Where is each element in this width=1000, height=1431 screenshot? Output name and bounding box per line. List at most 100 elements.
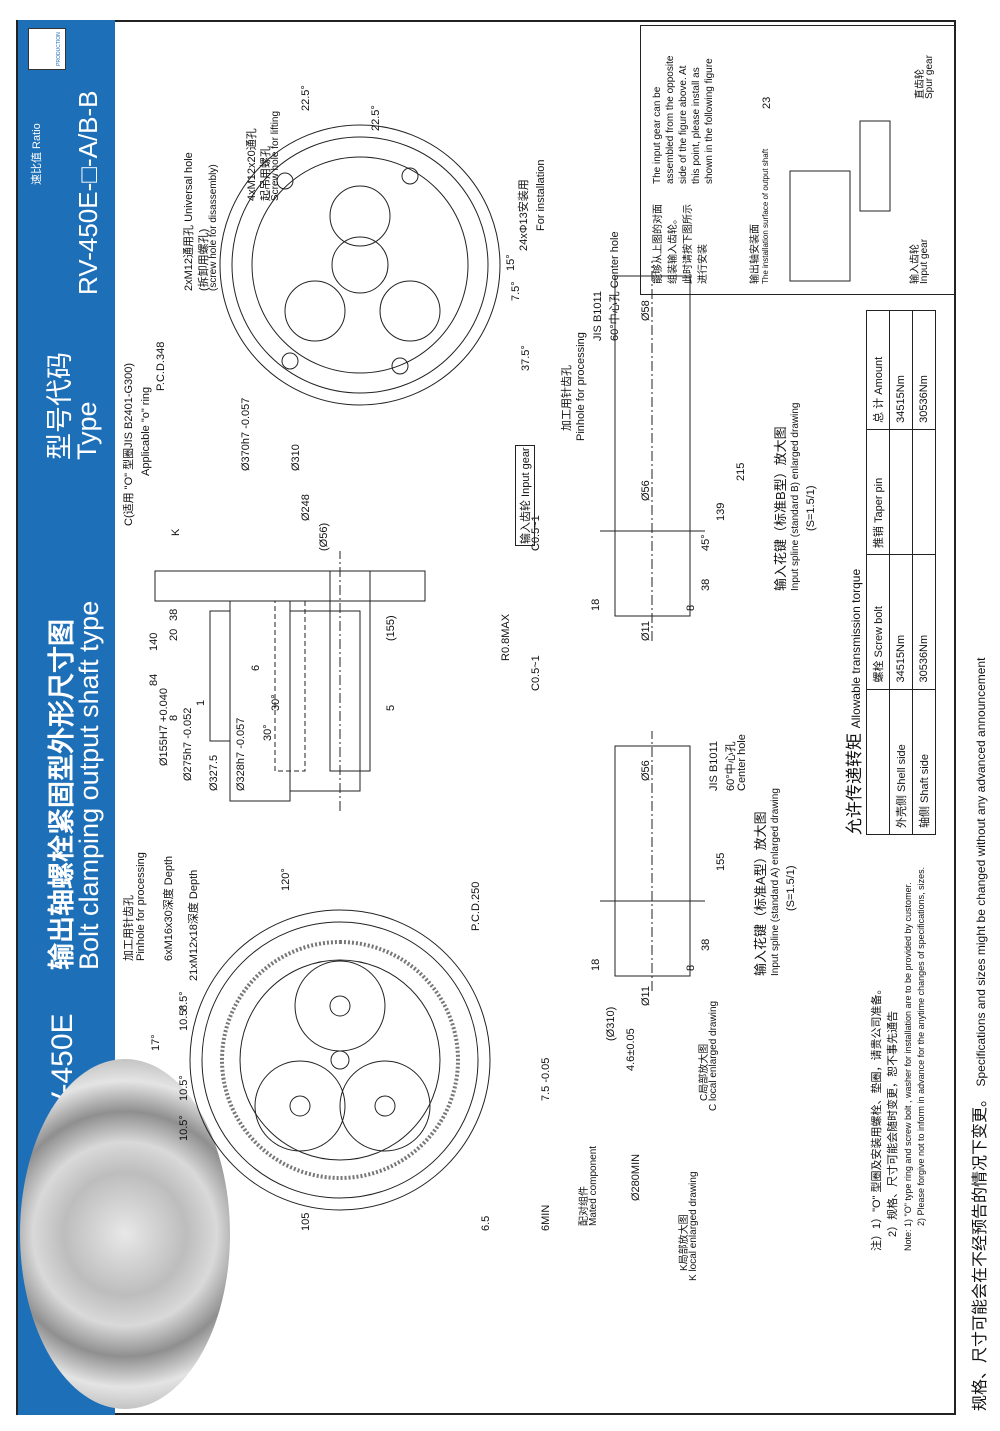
spline-b-title-cn: 输入花键（标准B型）放大图 xyxy=(773,426,788,591)
note-line: 组装输入齿轮。 xyxy=(668,214,679,284)
side-view xyxy=(154,551,426,811)
torque-title-cn: 允许传递转矩 xyxy=(845,733,864,835)
side-label: 8 xyxy=(168,714,180,721)
note-line: shown in the following figure xyxy=(704,58,715,184)
amount-value: 30536Nm xyxy=(912,310,936,430)
side-label: Ø328h7 -0.057 xyxy=(235,717,247,791)
side-label: Ø370h7 -0.057 xyxy=(240,397,252,471)
spline-a-label: 8 xyxy=(685,964,697,971)
input-gear-label: 输入齿轮 Input gear xyxy=(515,445,535,546)
bolt-value: 30536Nm xyxy=(912,554,936,690)
c-detail-label: (Ø310) xyxy=(605,1006,617,1041)
spline-a-view xyxy=(600,731,705,991)
header-cell: 推销 Taper pin xyxy=(866,429,890,555)
front-label: 6.5 xyxy=(480,1215,492,1231)
k-detail-label: Mated component xyxy=(588,1145,599,1226)
spline-a-label: JIS B1011 xyxy=(708,741,720,791)
rear-label: 加工用针齿孔 xyxy=(561,365,573,431)
side-label: K xyxy=(170,528,182,536)
table-row: 轴侧 Shaft side 30536Nm 30536Nm xyxy=(912,310,936,835)
side-label: (155) xyxy=(385,615,397,641)
surface-en: The installation surface of output shaft xyxy=(761,148,770,284)
side-label: Ø275h7 -0.052 xyxy=(182,707,194,781)
note-line: The input gear can be xyxy=(652,86,663,184)
front-label: 21xM12x18深度 Depth xyxy=(188,869,200,981)
side-label: Ø248 xyxy=(300,494,312,521)
footer: 规格、尺寸可能会在不经预告的情况下变更。 Specifications and … xyxy=(966,658,990,1411)
front-label: 10.5° xyxy=(178,1005,190,1031)
install-dim: 23 xyxy=(761,96,773,109)
rear-label: P.C.D.348 xyxy=(155,341,167,391)
bolt-value: 34515Nm xyxy=(889,554,913,690)
side-label: 30° xyxy=(270,694,282,711)
rear-label: 22.5° xyxy=(300,85,312,111)
pin-value xyxy=(912,429,936,555)
amount-value: 34515Nm xyxy=(889,310,913,430)
spline-a-scale: (S=1.5/1) xyxy=(785,865,797,911)
side-label: C(适用 "O" 型圈JIS B2401-G300) xyxy=(123,362,135,526)
front-label: 10.5° xyxy=(178,1115,190,1141)
spline-b-label: 139 xyxy=(715,502,727,521)
surface-cn: 输出轴安装面 xyxy=(750,224,761,284)
spline-b-label: Ø58 xyxy=(640,300,652,321)
spline-b-scale: (S=1.5/1) xyxy=(805,485,817,531)
rear-label: 15° xyxy=(505,254,517,271)
row-label: 轴侧 Shaft side xyxy=(912,689,936,835)
spline-a-label: 155 xyxy=(715,852,727,871)
note-line: 进行安装 xyxy=(698,244,709,284)
install-detail xyxy=(789,120,891,282)
k-detail-label: 6MIN xyxy=(540,1204,552,1231)
spline-a-label: Center hole xyxy=(736,734,748,791)
spline-b-label: 8 xyxy=(685,604,697,611)
front-label: 加工用针齿孔 xyxy=(123,895,135,961)
side-label: 1 xyxy=(195,699,207,706)
spline-a-label: Ø56 xyxy=(640,760,652,781)
front-label: P.C.D.250 xyxy=(470,881,482,931)
row-label: 外壳侧 Shell side xyxy=(889,689,913,835)
pin-value xyxy=(889,429,913,555)
front-view xyxy=(189,909,491,1211)
side-label: 20 xyxy=(168,628,180,641)
spline-b-title-en: Input spline (standard B) enlarged drawi… xyxy=(790,402,801,591)
torque-title: 允许传递转矩 Allowable transmission torque xyxy=(840,569,865,835)
c-detail-title-en: C local enlarged drawing xyxy=(708,1000,719,1111)
input-gear-en: Input gear xyxy=(520,447,532,497)
note-line: assembled from the opposite xyxy=(665,55,676,184)
side-label: Applicable "o" ring xyxy=(140,386,152,476)
spline-a-label: 38 xyxy=(700,938,712,951)
spline-a-title-cn: 输入花键（标准A型）放大图 xyxy=(753,811,768,976)
spline-a-title-en: Input spline (standard A) enlarged drawi… xyxy=(770,788,781,976)
rear-label: 7.5° xyxy=(510,281,522,301)
side-label: Ø327.5 xyxy=(208,754,220,791)
rear-label: 37.5° xyxy=(520,345,532,371)
input-gear-cn: 输入齿轮 xyxy=(520,500,532,544)
note-en-1: Note: 1) "O" type ring and screw bolt , … xyxy=(903,882,913,1251)
note-line: 此时请按下图所示 xyxy=(683,204,694,284)
side-label: C0.5~1 xyxy=(530,655,542,691)
rear-label: Pinhole for processing xyxy=(575,332,587,441)
rear-label: 22.5° xyxy=(370,105,382,131)
side-label: 84 xyxy=(148,673,160,686)
side-label: 38 xyxy=(168,608,180,621)
spline-b-label: 45° xyxy=(700,534,712,551)
side-label: 30° xyxy=(262,724,274,741)
spline-b-label: 60°中心孔 Center hole xyxy=(609,231,621,341)
front-label: 105 xyxy=(300,1212,312,1231)
install-note-box: 能够从上图的对面组装输入齿轮。此时请按下图所示进行安装 The input ge… xyxy=(640,25,955,295)
input-gear-en: Input gear xyxy=(919,238,930,284)
spline-b-label: Ø56 xyxy=(640,480,652,501)
rear-label: 24xΦ13安装用 xyxy=(518,179,530,251)
table-header-row: 螺栓 Screw bolt 推销 Taper pin 总 计 Amount xyxy=(866,310,890,835)
spline-b-view xyxy=(600,261,705,641)
spline-a-label: 18 xyxy=(590,958,602,971)
note-line: this point, please install as xyxy=(691,67,702,184)
footer-en: Specifications and sizes might be change… xyxy=(974,657,988,1087)
c-detail-label: 7.5 -0.05 xyxy=(540,1057,552,1101)
note-line: 能够从上图的对面 xyxy=(653,204,664,284)
footer-cn: 规格、尺寸可能会在不经预告的情况下变更。 xyxy=(972,1090,989,1411)
rear-label: (screw hole for disassembly) xyxy=(208,164,219,291)
torque-table: 螺栓 Screw bolt 推销 Taper pin 总 计 Amount 外壳… xyxy=(866,310,936,835)
torque-title-en: Allowable transmission torque xyxy=(849,568,863,729)
